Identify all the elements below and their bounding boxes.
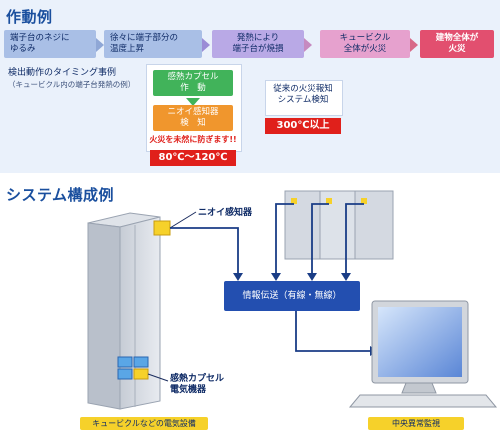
timing-title: 検出動作のタイミング事例 xyxy=(8,68,117,78)
operation-example-panel xyxy=(0,0,500,173)
flow-step-1: 端子台のネジに ゆるみ xyxy=(4,30,96,58)
capsule-activation-chip: 感熱カプセル 作 動 xyxy=(153,70,233,96)
electrical-equipment-caption: キュービクルなどの電気設備 xyxy=(80,417,208,430)
prevention-warning: 火災を未然に防ぎます!! xyxy=(149,135,237,144)
flow-arrow-4 xyxy=(410,38,418,52)
flow-step-2: 徐々に端子部分の 温度上昇 xyxy=(104,30,202,58)
equipment-label: 電気機器 xyxy=(170,385,207,395)
odor-detection-line-1: ニオイ感知器 xyxy=(167,107,219,117)
flow-step-5-line-2: 火災 xyxy=(448,44,466,54)
odor-sensor-icon xyxy=(153,220,171,236)
transmission-box: 情報伝送（有線・無線） xyxy=(224,281,360,311)
odor-detection-chip: ニオイ感知器 検 知 xyxy=(153,105,233,131)
conventional-line-2: システム検知 xyxy=(277,95,329,105)
operation-example-title: 作動例 xyxy=(6,8,53,26)
flow-arrow-1 xyxy=(96,38,104,52)
timing-subtitle: （キュービクル内の端子台発熱の例） xyxy=(8,80,136,89)
cubicle-cabinet xyxy=(87,212,161,410)
flow-step-1-line-1: 端子台のネジに xyxy=(10,33,70,43)
conventional-temp-tag: 300℃以上 xyxy=(265,118,341,134)
capsule-activation-line-2: 作 動 xyxy=(180,83,206,93)
down-arrow-icon xyxy=(186,98,200,106)
flow-step-4-line-2: 全体が火災 xyxy=(343,44,387,54)
timing-description: 検出動作のタイミング事例 （キュービクル内の端子台発熱の例） xyxy=(8,68,158,90)
flow-step-5: 建物全体が 火災 xyxy=(420,30,494,58)
flow-arrow-2 xyxy=(202,38,210,52)
system-config-title: システム構成例 xyxy=(6,186,115,204)
conventional-detection-panel xyxy=(265,80,343,116)
flow-step-4-line-1: キュービクル xyxy=(339,33,391,43)
odor-sensor-label: ニオイ感知器 xyxy=(198,208,253,218)
monitor-computer-icon xyxy=(348,300,498,408)
server-racks xyxy=(284,190,394,260)
flow-arrow-3 xyxy=(304,38,312,52)
conventional-line-1: 従来の火災報知 xyxy=(273,84,333,94)
capsule-label: 感熱カプセル xyxy=(170,374,225,384)
flow-step-5-line-1: 建物全体が xyxy=(435,33,479,43)
capsule-activation-line-1: 感熱カプセル xyxy=(167,72,219,82)
central-monitoring-caption: 中央異常監視 xyxy=(368,417,464,430)
capsule-equipment-label: 感熱カプセル 電気機器 xyxy=(170,374,224,396)
flow-arrows xyxy=(96,38,418,52)
flow-step-2-line-2: 温度上昇 xyxy=(110,44,145,54)
system-diagram xyxy=(87,190,498,410)
flow-step-2-line-1: 徐々に端子部分の xyxy=(110,33,179,43)
flow-step-1-line-2: ゆるみ xyxy=(10,44,36,54)
flow-step-3: 発熱により 端子台が焼損 xyxy=(212,30,304,58)
connection-lines xyxy=(170,203,370,352)
odor-detection-line-2: 検 知 xyxy=(180,118,206,128)
conventional-detection-label: 従来の火災報知 システム検知 xyxy=(268,84,338,106)
new-detection-temp-tag: 80℃〜120℃ xyxy=(150,150,236,166)
flow-step-3-line-2: 端子台が焼損 xyxy=(232,44,284,54)
flow-step-4: キュービクル 全体が火災 xyxy=(320,30,410,58)
flow-step-3-line-1: 発熱により xyxy=(236,33,280,43)
